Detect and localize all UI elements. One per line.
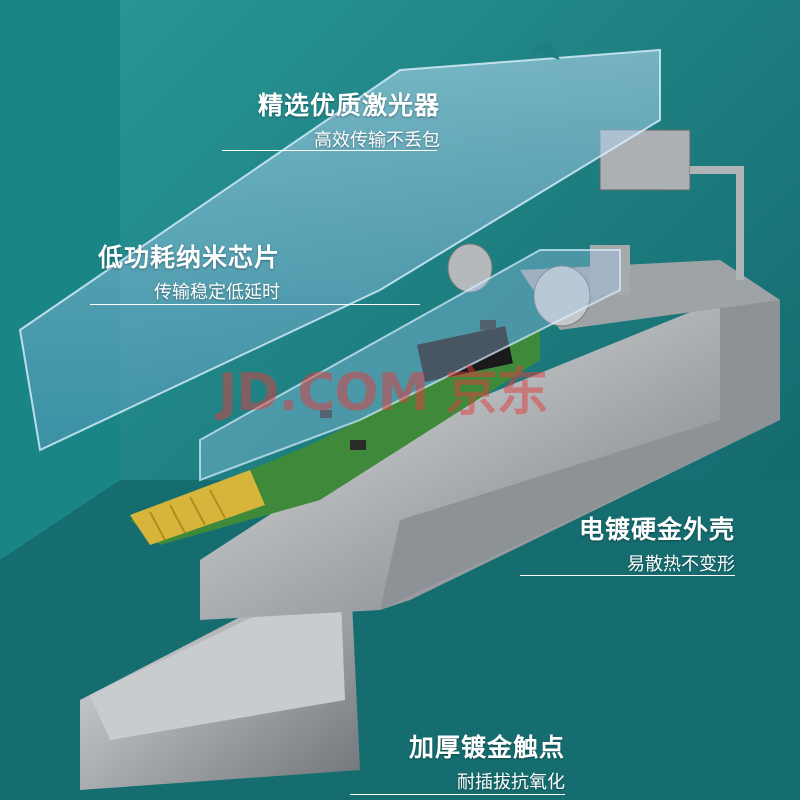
callout-subtitle: 易散热不变形	[627, 554, 735, 575]
callout-line	[520, 575, 735, 576]
callout-title: 加厚镀金触点	[408, 733, 565, 762]
callout-title: 精选优质激光器	[257, 91, 440, 120]
callout-laser: 精选优质激光器 高效传输不丢包	[200, 86, 440, 152]
transparent-shell	[18, 40, 661, 482]
callout-title: 电镀硬金外壳	[578, 515, 735, 544]
callout-line	[222, 150, 437, 151]
callout-chip: 低功耗纳米芯片 传输稳定低延时	[50, 238, 280, 304]
callout-subtitle: 传输稳定低延时	[154, 282, 280, 303]
callout-contacts: 加厚镀金触点 耐插拔抗氧化	[360, 728, 565, 794]
callout-shell: 电镀硬金外壳 易散热不变形	[510, 510, 735, 576]
metal-cage	[80, 260, 780, 790]
pcb-board	[130, 320, 540, 545]
callout-line	[350, 794, 565, 795]
watermark: JD.COM 京东	[215, 363, 547, 423]
callout-subtitle: 耐插拔抗氧化	[457, 772, 565, 793]
callout-subtitle: 高效传输不丢包	[314, 130, 440, 151]
callout-title: 低功耗纳米芯片	[97, 243, 280, 272]
callout-line	[90, 304, 420, 305]
